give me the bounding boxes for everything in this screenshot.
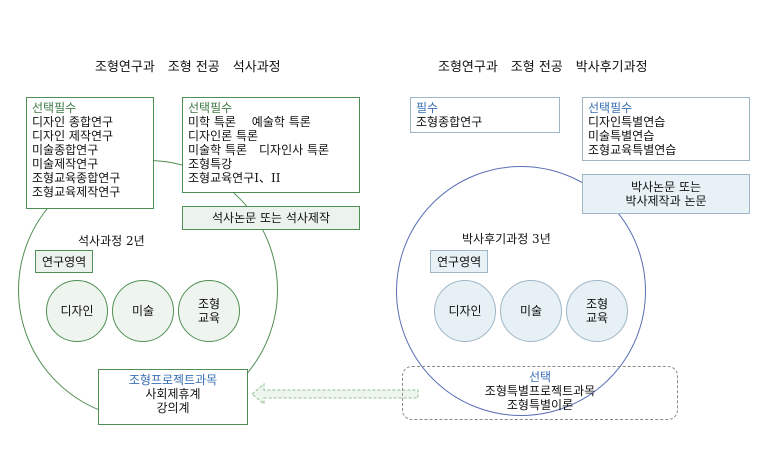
doctoral-research-area-tag: 연구영역 xyxy=(430,250,489,273)
masters-area-design: 디자인 xyxy=(46,280,108,342)
course-item: 조형종합연구 xyxy=(416,115,483,129)
masters-course-label: 석사과정 2년 xyxy=(78,234,145,248)
left-title: 조형연구과 조형 전공 석사과정 xyxy=(95,60,281,75)
course-item: 미술특별연습 xyxy=(588,129,655,143)
thesis-label: 석사논문 또는 석사제작 xyxy=(211,211,331,225)
area-label: 디자인 xyxy=(448,304,482,318)
box-header: 조형프로젝트과목 xyxy=(128,373,218,387)
thesis-label: 박사논문 또는 xyxy=(630,180,702,194)
doctoral-area-design: 디자인 xyxy=(434,280,496,342)
doctoral-thesis-box: 박사논문 또는 박사제작과 논문 xyxy=(582,174,750,214)
area-label: 교육 xyxy=(197,311,221,325)
area-label: 조형 xyxy=(197,297,221,311)
area-label: 미술 xyxy=(519,304,543,318)
elective-arrow xyxy=(251,382,419,406)
masters-area-art-education: 조형 교육 xyxy=(178,280,240,342)
area-label: 교육 xyxy=(585,311,609,325)
box-header: 선택필수 xyxy=(188,101,233,115)
course-item: 디자인 종합연구 xyxy=(32,115,114,129)
course-item: 강의계 xyxy=(156,401,190,415)
box-header: 필수 xyxy=(416,101,439,115)
course-item: 조형특별프로젝트과목 xyxy=(484,384,596,398)
doctoral-course-circle xyxy=(396,166,646,416)
masters-research-area-tag: 연구영역 xyxy=(35,250,94,273)
doctoral-area-art-education: 조형 교육 xyxy=(566,280,628,342)
course-item: 조형교육특별연습 xyxy=(588,143,677,157)
course-item: 디자인특별연습 xyxy=(588,115,666,129)
area-label: 디자인 xyxy=(60,304,94,318)
course-item: 디자인 제작연구 xyxy=(32,129,114,143)
course-item: 미술제작연구 xyxy=(32,157,99,171)
course-item: 사회제휴계 xyxy=(145,387,201,401)
box-header: 선택 xyxy=(528,370,552,384)
right-title: 조형연구과 조형 전공 박사후기과정 xyxy=(438,60,648,75)
doctoral-course-label: 박사후기과정 3년 xyxy=(462,232,551,246)
masters-project-box: 조형프로젝트과목 사회제휴계 강의계 xyxy=(98,369,248,425)
masters-required-elective-box-1: 선택필수 디자인 종합연구 디자인 제작연구 미술종합연구 미술제작연구 조형교… xyxy=(26,97,154,209)
masters-thesis-box: 석사논문 또는 석사제작 xyxy=(182,206,360,230)
course-item: 디자인론 특론 xyxy=(188,129,259,143)
course-item: 조형교육연구I、II xyxy=(188,171,281,185)
course-item: 조형특별이론 xyxy=(506,398,574,412)
doctoral-area-art: 미술 xyxy=(500,280,562,342)
course-item: 조형특강 xyxy=(188,157,233,171)
course-item: 미술종합연구 xyxy=(32,143,99,157)
thesis-label: 박사제작과 논문 xyxy=(625,194,707,208)
box-header: 선택필수 xyxy=(588,101,633,115)
course-item: 미학 특론 예술학 특론 xyxy=(188,115,311,129)
area-label: 조형 xyxy=(585,297,609,311)
masters-area-art: 미술 xyxy=(112,280,174,342)
course-item: 조형교육종합연구 xyxy=(32,171,121,185)
course-item: 미술학 특론 디자인사 특론 xyxy=(188,143,330,157)
course-item: 조형교육제작연구 xyxy=(32,185,121,199)
area-label: 미술 xyxy=(131,304,155,318)
doctoral-required-box: 필수 조형종합연구 xyxy=(410,97,560,133)
doctoral-elective-box: 선택 조형특별프로젝트과목 조형특별이론 xyxy=(402,366,678,420)
box-header: 선택필수 xyxy=(32,101,77,115)
doctoral-required-elective-box: 선택필수 디자인특별연습 미술특별연습 조형교육특별연습 xyxy=(582,97,750,161)
masters-required-elective-box-2: 선택필수 미학 특론 예술학 특론 디자인론 특론 미술학 특론 디자인사 특론… xyxy=(182,97,360,193)
